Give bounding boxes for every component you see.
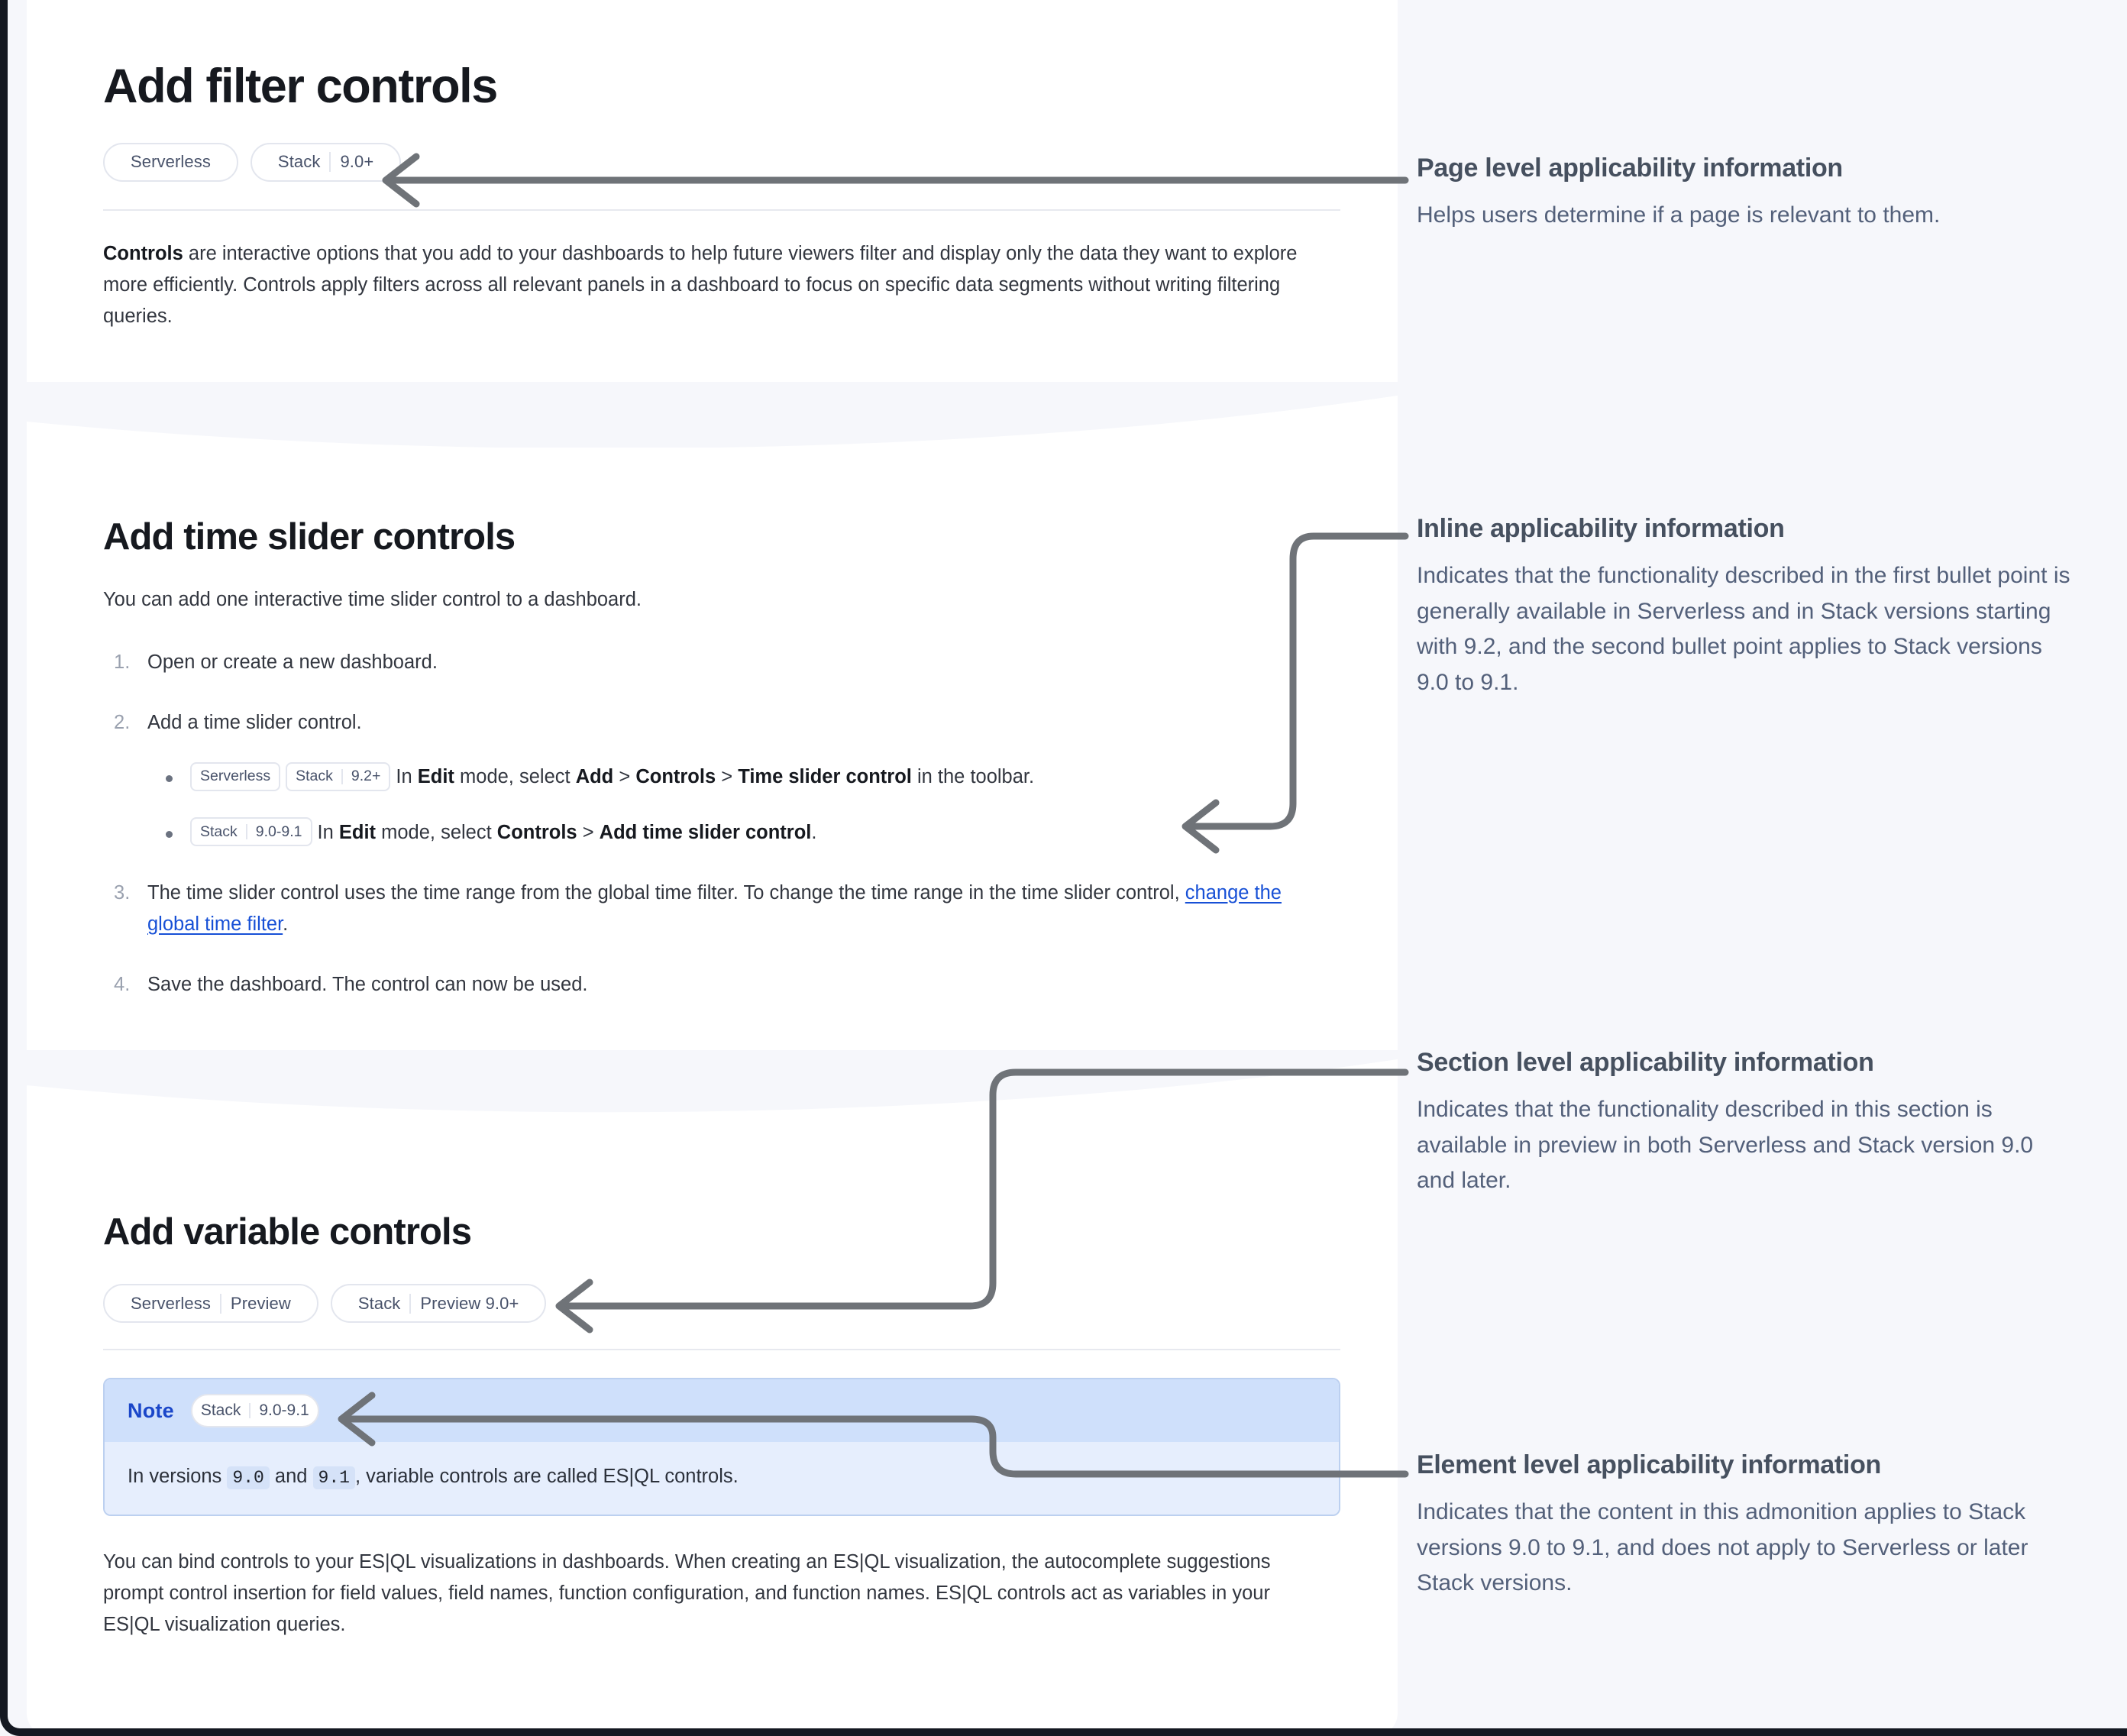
badge-segment-label: Stack	[200, 823, 238, 840]
section-rule	[103, 1349, 1340, 1351]
badge-segment-label: Stack	[200, 1401, 241, 1420]
document-column: Add filter controls Serverless Stack 9.0…	[27, 0, 1398, 1736]
annotation-text: Indicates that the functionality describ…	[1417, 563, 2070, 695]
annotation-title: Page level applicability information	[1417, 154, 1843, 183]
inline-badge-stack[interactable]: Stack 9.2+	[286, 761, 391, 791]
step-text: Add a time slider control.	[147, 711, 362, 733]
step-item: Save the dashboard. The control can now …	[114, 969, 1340, 1001]
pill-segment-label: Stack	[277, 152, 321, 172]
step-text-before-link: The time slider control uses the time ra…	[147, 881, 1185, 904]
global-time-filter-link[interactable]: change the global time filter	[147, 881, 1282, 936]
time-slider-block: Add time slider controls You can add one…	[103, 516, 1340, 1030]
badge-segment-version: 9.2+	[351, 767, 381, 784]
step-sub-bullets: Serverless Stack 9.2+ In Edit mode, sele…	[147, 761, 1340, 849]
step-text: Open or create a new dashboard.	[147, 651, 438, 673]
pill-segment-label: Serverless	[131, 152, 211, 172]
section-title-time-slider: Add time slider controls	[103, 516, 516, 558]
page-applicability-row: Serverless Stack 9.0+	[103, 142, 1340, 182]
bullet-rich-text: In Edit mode, select Controls > Add time…	[317, 822, 817, 844]
list-item: Stack 9.0-9.1 In Edit mode, select Contr…	[166, 817, 1340, 849]
badge-divider	[341, 768, 343, 784]
section-applicability-row: Serverless Preview Stack Preview 9.0+	[103, 1284, 1340, 1324]
pill-segment-label: Serverless	[131, 1293, 211, 1313]
annotation-title: Inline applicability information	[1417, 514, 1785, 543]
annotation-page-level: Page level applicability information Hel…	[1417, 153, 2074, 234]
pill-divider	[329, 152, 331, 173]
annotation-title: Section level applicability information	[1417, 1048, 1874, 1077]
badge-segment-version: 9.0-9.1	[259, 1401, 309, 1420]
bullet-rich-text: In Edit mode, select Add > Controls > Ti…	[396, 766, 1035, 788]
section-title-variable-controls: Add variable controls	[103, 1211, 472, 1253]
pill-segment-label: Stack	[357, 1293, 401, 1313]
header-rule	[103, 209, 1340, 211]
intro-paragraph: Controls are interactive options that yo…	[103, 238, 1325, 333]
note-body-text: In versions 9.0 and 9.1, variable contro…	[128, 1466, 739, 1490]
note-label: Note	[128, 1398, 174, 1422]
step-text: Save the dashboard. The control can now …	[147, 974, 588, 996]
annotation-element-level: Element level applicability information …	[1417, 1450, 2074, 1602]
applicability-pill-stack[interactable]: Stack 9.0+	[250, 142, 402, 182]
list-item: Serverless Stack 9.2+ In Edit mode, sele…	[166, 761, 1340, 793]
section-wave-divider-2	[27, 1050, 1398, 1149]
step-item: Open or create a new dashboard.	[114, 647, 1340, 679]
pill-segment-version: 9.0+	[340, 152, 374, 172]
annotation-text: Indicates that the functionality describ…	[1417, 1097, 2034, 1194]
annotation-inline: Inline applicability information Indicat…	[1417, 513, 2074, 700]
note-body: In versions 9.0 and 9.1, variable contro…	[105, 1442, 1339, 1515]
annotation-text: Helps users determine if a page is relev…	[1417, 202, 1941, 228]
step-item: Add a time slider control. Serverless St…	[114, 707, 1340, 849]
annotation-text: Indicates that the content in this admon…	[1417, 1499, 2028, 1596]
time-slider-lead: You can add one interactive time slider …	[103, 589, 642, 611]
pill-divider	[409, 1293, 412, 1314]
note-header: Note Stack 9.0-9.1	[105, 1379, 1339, 1443]
inline-badge-stack[interactable]: Stack 9.0-9.1	[190, 817, 312, 847]
applicability-pill-serverless[interactable]: Serverless	[103, 142, 238, 182]
pill-segment-lifecycle-version: Preview 9.0+	[420, 1293, 519, 1313]
note-badge-stack[interactable]: Stack 9.0-9.1	[190, 1394, 319, 1428]
variable-controls-block: Add variable controls Serverless Preview…	[103, 1211, 1340, 1641]
page-header-card	[27, 0, 1398, 417]
time-slider-steps: Open or create a new dashboard. Add a ti…	[103, 647, 1340, 1001]
applicability-pill-stack-preview[interactable]: Stack Preview 9.0+	[330, 1284, 547, 1324]
note-admonition: Note Stack 9.0-9.1 In versions 9.0 and 9…	[103, 1378, 1340, 1516]
step-item: The time slider control uses the time ra…	[114, 878, 1308, 941]
badge-divider	[245, 824, 247, 840]
annotation-section-level: Section level applicability information …	[1417, 1047, 2074, 1199]
badge-segment-version: 9.0-9.1	[255, 823, 302, 840]
intro-rest: are interactive options that you add to …	[103, 242, 1298, 328]
annotation-title: Element level applicability information	[1417, 1450, 1882, 1479]
applicability-pill-serverless-preview[interactable]: Serverless Preview	[103, 1284, 318, 1324]
badge-segment-label: Stack	[296, 767, 333, 784]
page-title: Add filter controls	[103, 60, 498, 113]
step-text-after-link: .	[283, 913, 289, 936]
inline-badge-serverless[interactable]: Serverless	[190, 761, 281, 791]
badge-segment-label: Serverless	[200, 767, 271, 784]
badge-divider	[249, 1403, 251, 1419]
pill-divider	[219, 1293, 221, 1314]
pill-segment-lifecycle: Preview	[230, 1293, 291, 1313]
page-header-block: Add filter controls Serverless Stack 9.0…	[103, 60, 1340, 332]
variable-controls-paragraph: You can bind controls to your ES|QL visu…	[103, 1550, 1271, 1636]
intro-lead-term: Controls	[103, 242, 183, 264]
